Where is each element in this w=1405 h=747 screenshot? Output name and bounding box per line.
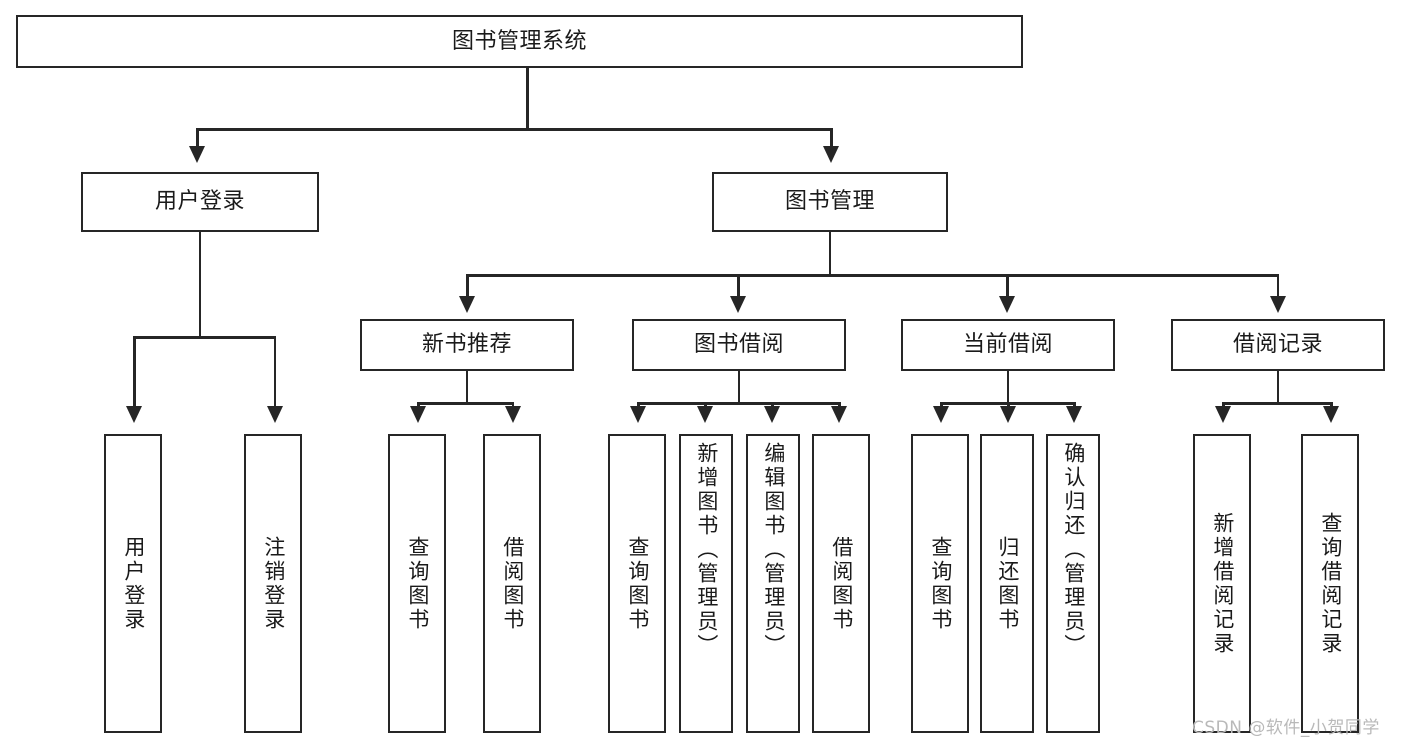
connector-br-bus (1222, 402, 1332, 405)
node-label: 图书管理 (784, 189, 875, 215)
node-current-borrow[interactable]: 当前借阅 (901, 319, 1115, 371)
arrow-bm-to-current-borrow (999, 296, 1015, 313)
leaf-borrow-record-1[interactable]: 新增借阅记录 (1193, 434, 1251, 733)
arrow-bm-to-book-borrow (730, 296, 746, 313)
connector-cb-stem (1006, 371, 1009, 404)
node-book-management[interactable]: 图书管理 (712, 172, 948, 232)
node-borrow-record[interactable]: 借阅记录 (1171, 319, 1385, 371)
node-label: 用户登录 (154, 189, 245, 215)
connector-root-to-user-login (196, 128, 199, 152)
connector-user-login-stem (198, 232, 201, 338)
arrow-bm-to-borrow-record (1269, 296, 1286, 313)
csdn-watermark: CSDN @软件_小贺同学 (1192, 718, 1380, 738)
node-label: 借阅图书 (829, 535, 854, 632)
arrow-root-to-user-login (189, 146, 205, 163)
connector-root-to-book-management (830, 128, 833, 152)
leaf-user-login-2[interactable]: 注销登录 (244, 434, 302, 733)
connector-user-login-to-leaf-1 (133, 336, 136, 414)
connector-user-login-bus (133, 336, 276, 339)
connector-nbr-bus (417, 402, 514, 405)
connector-root-stem (526, 68, 529, 130)
node-label: 用户登录 (121, 535, 146, 632)
leaf-borrow-record-2[interactable]: 查询借阅记录 (1301, 434, 1359, 733)
node-label: 归还图书 (995, 535, 1020, 632)
arrow-cb-to-leaf-2 (1000, 406, 1016, 423)
node-label: 确认归还（管理员） (1061, 442, 1086, 658)
connector-bm-to-new-book (466, 274, 469, 306)
leaf-book-borrow-4[interactable]: 借阅图书 (812, 434, 870, 733)
node-label: 新增图书（管理员） (694, 442, 719, 658)
connector-br-stem (1276, 371, 1279, 404)
leaf-book-borrow-2[interactable]: 新增图书（管理员） (679, 434, 733, 733)
node-label: 新增借阅记录 (1210, 511, 1235, 656)
node-label: 编辑图书（管理员） (761, 442, 786, 658)
node-new-book-recommend[interactable]: 新书推荐 (360, 319, 574, 371)
node-label: 当前借阅 (962, 332, 1053, 358)
leaf-current-borrow-3[interactable]: 确认归还（管理员） (1046, 434, 1100, 733)
arrow-root-to-book-management (823, 146, 839, 163)
arrow-cb-to-leaf-1 (933, 406, 949, 423)
node-book-borrow[interactable]: 图书借阅 (632, 319, 846, 371)
leaf-new-book-recommend-2[interactable]: 借阅图书 (483, 434, 541, 733)
node-label: 查询图书 (625, 535, 650, 632)
arrow-bm-to-new-book (459, 296, 475, 313)
leaf-current-borrow-2[interactable]: 归还图书 (980, 434, 1034, 733)
arrow-bb-to-leaf-4 (831, 406, 847, 423)
node-label: 图书借阅 (693, 332, 784, 358)
connector-book-management-bus (466, 274, 1279, 277)
arrow-nbr-to-leaf-2 (504, 406, 521, 423)
arrow-cb-to-leaf-3 (1066, 406, 1082, 423)
connector-book-management-stem (828, 232, 831, 276)
node-label: 借阅图书 (500, 535, 525, 632)
connector-bm-to-book-borrow (737, 274, 740, 306)
connector-nbr-stem (465, 371, 468, 404)
node-label: 查询图书 (405, 535, 430, 632)
node-label: 借阅记录 (1232, 332, 1323, 358)
node-root-book-management-system[interactable]: 图书管理系统 (16, 15, 1023, 68)
node-label: 查询图书 (928, 535, 953, 632)
arrow-bb-to-leaf-1 (630, 406, 646, 423)
arrow-user-login-to-leaf-2 (266, 406, 283, 423)
connector-bb-stem (737, 371, 740, 404)
node-user-login[interactable]: 用户登录 (81, 172, 319, 232)
arrow-user-login-to-leaf-1 (126, 406, 142, 423)
arrow-bb-to-leaf-2 (697, 406, 713, 423)
connector-bb-bus (637, 402, 839, 405)
node-label: 新书推荐 (421, 332, 512, 358)
leaf-user-login-1[interactable]: 用户登录 (104, 434, 162, 733)
leaf-book-borrow-1[interactable]: 查询图书 (608, 434, 666, 733)
leaf-book-borrow-3[interactable]: 编辑图书（管理员） (746, 434, 800, 733)
leaf-new-book-recommend-1[interactable]: 查询图书 (388, 434, 446, 733)
arrow-br-to-leaf-1 (1215, 406, 1231, 423)
arrow-nbr-to-leaf-1 (410, 406, 426, 423)
arrow-br-to-leaf-2 (1323, 406, 1339, 423)
connector-bm-to-borrow-record (1276, 274, 1279, 306)
arrow-bb-to-leaf-3 (764, 406, 780, 423)
leaf-current-borrow-1[interactable]: 查询图书 (911, 434, 969, 733)
node-label: 查询借阅记录 (1318, 511, 1343, 656)
connector-bm-to-current-borrow (1006, 274, 1009, 306)
node-label: 图书管理系统 (451, 28, 587, 54)
connector-root-bus (196, 128, 832, 131)
node-label: 注销登录 (261, 535, 286, 632)
connector-user-login-to-leaf-2 (273, 336, 276, 414)
